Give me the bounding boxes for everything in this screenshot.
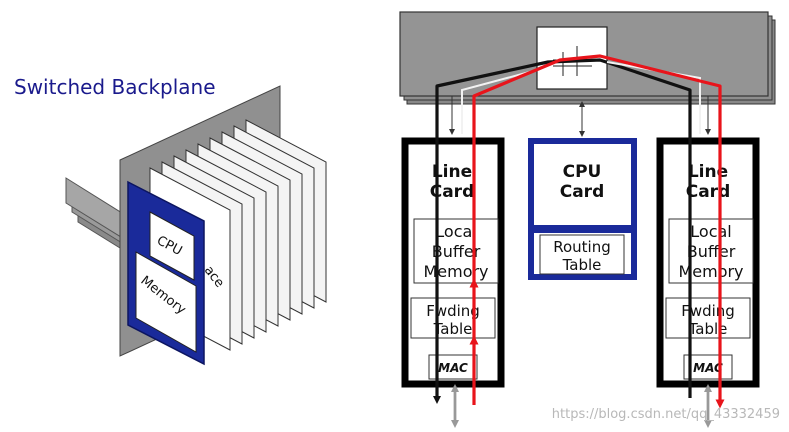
line-card-left: Line Card Local Buffer Memory Fwding Tab… <box>401 137 505 388</box>
switch-architecture-figure: Line Card Local Buffer Memory Fwding Tab… <box>399 11 776 428</box>
local-buffer-memory <box>668 218 754 284</box>
line-card-right: Line Card Local Buffer Memory Fwding Tab… <box>656 137 760 388</box>
routing-label: Table <box>562 256 602 274</box>
buffer-label: Buffer <box>687 242 736 261</box>
fwd-label: Table <box>433 320 473 338</box>
mac-label: MAC <box>438 361 468 375</box>
buffer-label: Local <box>435 222 476 241</box>
line-card-title: Card <box>686 182 731 202</box>
white-path <box>606 61 701 134</box>
buffer-label: Memory <box>423 262 488 281</box>
red-packet-path <box>472 54 725 409</box>
switched-backplane-figure: Switched Backplane CPU Memory ace <box>14 75 327 366</box>
watermark-text: https://blog.csdn.net/qq_43332459 <box>552 407 780 422</box>
buffer-label: Buffer <box>432 242 481 261</box>
cpu-card-face <box>149 211 195 281</box>
buffer-label: Memory <box>678 262 743 281</box>
cpu-card-title: Card <box>560 182 605 202</box>
fwd-label: Fwding <box>426 302 480 320</box>
buffer-label: Local <box>690 222 731 241</box>
black-packet-path <box>433 58 692 404</box>
routing-table <box>539 234 625 275</box>
line-card-title: Line <box>432 162 472 182</box>
mac-block <box>683 354 733 380</box>
white-path <box>461 69 538 134</box>
cpu-card-divider <box>534 225 631 233</box>
mac-label: MAC <box>693 361 723 375</box>
fwd-label: Table <box>688 320 728 338</box>
line-card-title: Line <box>688 162 728 182</box>
forwarding-table <box>665 297 751 339</box>
cpu-card-title: CPU <box>563 162 602 182</box>
memory-card-face <box>135 251 197 353</box>
switched-backplane-title: Switched Backplane <box>14 75 216 99</box>
routing-label: Routing <box>553 238 611 256</box>
line-card-title: Card <box>430 182 475 202</box>
cpu-card: CPU Card Routing Table <box>528 138 637 280</box>
local-buffer-memory <box>413 218 499 284</box>
forwarding-table <box>410 297 496 339</box>
